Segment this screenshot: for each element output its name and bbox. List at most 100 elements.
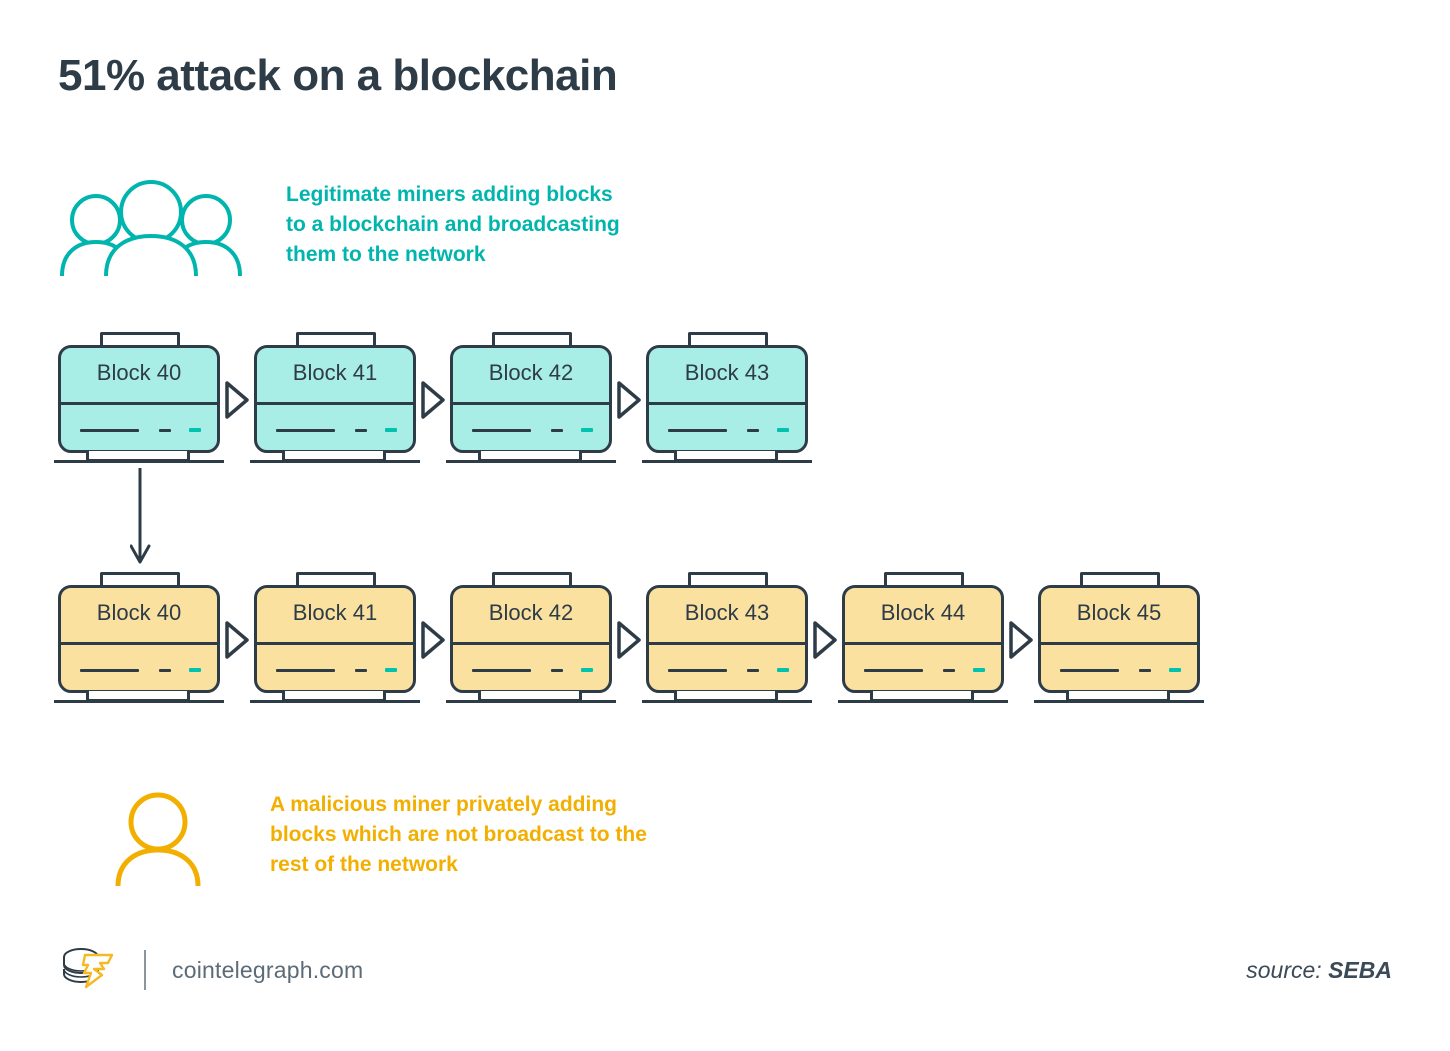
block-hash-dashes	[472, 668, 593, 672]
chain-arrow-right-icon	[416, 332, 450, 467]
legend-legitimate-miners: Legitimate miners adding blocks to a blo…	[60, 180, 620, 281]
block-45-malicious[interactable]: Block 45	[1034, 572, 1204, 707]
block-41-malicious[interactable]: Block 41	[250, 572, 420, 707]
block-hash-dashes	[276, 428, 397, 432]
footer-brand: cointelegraph.com	[58, 943, 363, 998]
block-unit: Block 40	[54, 332, 254, 467]
dash-long	[864, 668, 924, 672]
chain-arrow-right-icon	[220, 572, 254, 707]
block-body: Block 40	[58, 345, 220, 453]
legend-legitimate-text: Legitimate miners adding blocks to a blo…	[286, 183, 620, 266]
block-body: Block 42	[450, 585, 612, 693]
block-42-malicious[interactable]: Block 42	[446, 572, 616, 707]
dash-short	[747, 668, 760, 672]
dash-long	[668, 668, 728, 672]
block-body: Block 45	[1038, 585, 1200, 693]
block-label: Block 43	[684, 600, 770, 625]
block-body: Block 41	[254, 345, 416, 453]
fork-down-arrow	[129, 468, 170, 573]
block-handle-icon	[492, 332, 572, 348]
dash-accent	[973, 668, 985, 672]
block-42-legit[interactable]: Block 42	[446, 332, 616, 467]
chain-arrow-right-icon	[1004, 572, 1038, 707]
dash-short	[1139, 668, 1152, 672]
block-floor-line	[446, 700, 616, 703]
dash-accent	[777, 668, 789, 672]
block-divider	[649, 402, 805, 405]
block-40-malicious[interactable]: Block 40	[54, 572, 224, 707]
legend-malicious-miner: A malicious miner privately adding block…	[112, 790, 647, 891]
chain-arrow-right-icon	[416, 572, 450, 707]
single-person-icon	[112, 790, 204, 891]
dash-long	[1060, 668, 1120, 672]
block-body: Block 41	[254, 585, 416, 693]
block-handle-icon	[492, 572, 572, 588]
block-divider	[257, 402, 413, 405]
chain-arrow-right-icon	[220, 332, 254, 467]
dash-long	[472, 668, 532, 672]
block-unit: Block 42	[446, 572, 646, 707]
dash-accent	[777, 428, 789, 432]
footer-site-label[interactable]: cointelegraph.com	[172, 956, 364, 983]
block-handle-icon	[296, 572, 376, 588]
dash-long	[276, 428, 336, 432]
block-label: Block 40	[96, 600, 182, 625]
block-handle-icon	[884, 572, 964, 588]
block-body: Block 43	[646, 585, 808, 693]
block-unit: Block 41	[250, 572, 450, 707]
block-handle-icon	[100, 332, 180, 348]
dash-long	[80, 668, 140, 672]
block-unit: Block 43	[642, 332, 812, 467]
dash-accent	[1169, 668, 1181, 672]
dash-accent	[189, 668, 201, 672]
block-floor-line	[54, 700, 224, 703]
block-body: Block 43	[646, 345, 808, 453]
block-body: Block 44	[842, 585, 1004, 693]
block-floor-line	[642, 700, 812, 703]
block-divider	[61, 402, 217, 405]
block-body: Block 40	[58, 585, 220, 693]
block-unit: Block 45	[1034, 572, 1204, 707]
dash-accent	[385, 428, 397, 432]
chain-arrow-right-icon	[612, 332, 646, 467]
block-41-legit[interactable]: Block 41	[250, 332, 420, 467]
dash-short	[355, 668, 368, 672]
block-floor-line	[838, 700, 1008, 703]
block-unit: Block 44	[838, 572, 1038, 707]
block-handle-icon	[688, 332, 768, 348]
dash-short	[747, 428, 760, 432]
block-floor-line	[54, 460, 224, 463]
block-40-legit[interactable]: Block 40	[54, 332, 224, 467]
footer-source: source: SEBA	[1246, 957, 1392, 984]
block-hash-dashes	[80, 428, 201, 432]
block-43-legit[interactable]: Block 43	[642, 332, 812, 467]
block-divider	[453, 402, 609, 405]
dash-short	[551, 668, 564, 672]
dash-short	[551, 428, 564, 432]
block-hash-dashes	[1060, 668, 1181, 672]
block-43-malicious[interactable]: Block 43	[642, 572, 812, 707]
block-label: Block 45	[1076, 600, 1162, 625]
block-handle-icon	[296, 332, 376, 348]
dash-accent	[581, 428, 593, 432]
block-44-malicious[interactable]: Block 44	[838, 572, 1008, 707]
dash-short	[943, 668, 956, 672]
legend-malicious-text: A malicious miner privately adding block…	[270, 793, 647, 876]
block-handle-icon	[1080, 572, 1160, 588]
block-label: Block 41	[292, 600, 378, 625]
dash-long	[276, 668, 336, 672]
dash-long	[80, 428, 140, 432]
block-divider	[649, 642, 805, 645]
block-floor-line	[250, 700, 420, 703]
dash-accent	[385, 668, 397, 672]
dash-short	[159, 428, 172, 432]
block-hash-dashes	[80, 668, 201, 672]
footer-source-prefix: source:	[1246, 956, 1329, 983]
block-unit: Block 42	[446, 332, 646, 467]
block-handle-icon	[688, 572, 768, 588]
block-label: Block 42	[488, 600, 574, 625]
dash-long	[668, 428, 728, 432]
footer: cointelegraph.com source: SEBA	[58, 935, 1392, 1005]
block-hash-dashes	[668, 428, 789, 432]
dash-accent	[581, 668, 593, 672]
